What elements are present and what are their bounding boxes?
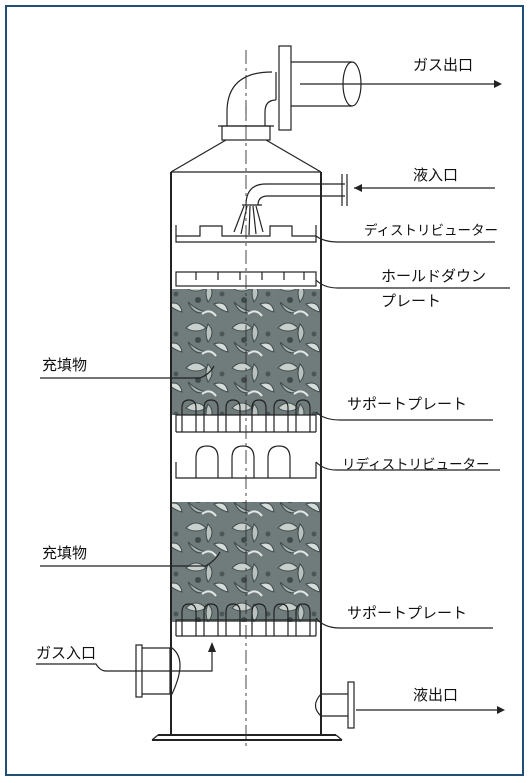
liquid-inlet-pipe — [233, 174, 348, 236]
label-gas-inlet: ガス入口 — [36, 644, 96, 662]
label-support-plate-lower: サポートプレート — [347, 604, 467, 622]
label-packing-lower: 充填物 — [42, 544, 87, 562]
label-gas-outlet: ガス出口 — [413, 56, 473, 74]
label-liquid-outlet: 液出口 — [413, 686, 458, 704]
label-packing-upper: 充填物 — [42, 356, 87, 374]
column-shell — [170, 171, 322, 735]
gas-outlet-pipe — [226, 45, 362, 131]
leader-lines — [36, 80, 510, 714]
column-base — [151, 734, 343, 741]
label-redistributor: リディストリビューター — [342, 456, 490, 473]
label-holddown-line2: プレート — [381, 292, 441, 310]
liquid-outlet-pipe — [314, 681, 355, 729]
label-holddown-line1: ホールドダウン — [381, 267, 486, 285]
label-support-plate-upper: サポートプレート — [347, 395, 467, 413]
label-liquid-inlet: 液入口 — [413, 166, 458, 184]
spray-nozzle — [233, 205, 264, 236]
label-distributor: ディストリビューター — [364, 222, 498, 239]
